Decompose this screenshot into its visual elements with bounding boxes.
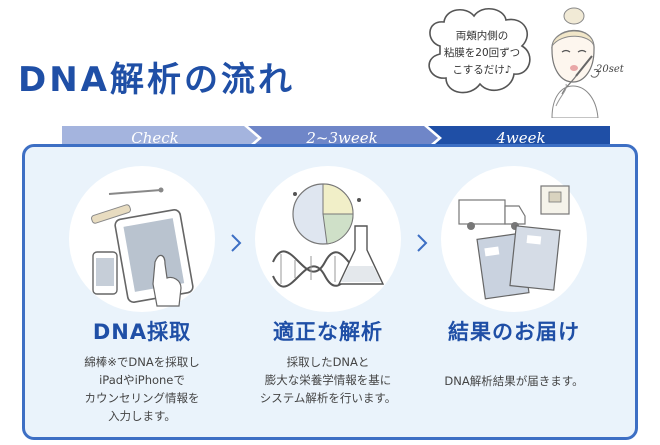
step-1-title: DNA採取 [92,320,192,344]
bubble-line: 粘膜を20回ずつ [443,47,521,59]
bubble-line: 両頬内側の [455,30,509,42]
page-title: DNA解析の流れ [18,60,295,100]
step-3-title: 結果のお届け [448,320,580,344]
step-2-illustration [255,166,401,312]
step-2-title: 適正な解析 [273,320,383,344]
description-line: カウンセリング情報を [84,391,200,405]
step-3-description: DNA解析結果が届きます。 [424,372,604,390]
dna-analysis-icon [272,183,385,288]
description-line: 入力します。 [108,409,176,423]
ribbon-label-2-3week: 2~3week [306,129,378,147]
description-line: 膨大な栄養学情報を基に [264,373,392,387]
chevron-right-icon [229,233,243,253]
ribbon-label-check: Check [131,129,179,147]
step-1-description: 綿棒※でDNAを採取し iPadやiPhoneで カウンセリング情報を 入力しま… [52,353,232,425]
bubble-text: 両頬内側の 粘膜を20回ずつ こするだけ♪ [436,28,528,79]
delivery-report-icon [458,185,570,300]
ribbon-label-4week: 4week [496,129,546,147]
bubble-line: こするだけ♪ [452,64,512,76]
chevron-right-icon [415,233,429,253]
girl-swab-illustration [551,7,600,118]
description-line: システム解析を行います。 [259,391,397,405]
step-3-illustration [441,166,587,312]
description-line: 採取したDNAと [286,355,370,369]
description-line: iPadやiPhoneで [99,373,185,387]
description-line: DNA解析結果が届きます。 [444,374,584,388]
step-1-illustration [69,166,215,312]
swab-count-label: 20set [596,64,624,75]
tablet-phone-icon [91,187,194,307]
step-2-description: 採取したDNAと 膨大な栄養学情報を基に システム解析を行います。 [238,353,418,407]
speech-cloud [428,8,531,94]
description-line: 綿棒※でDNAを採取し [84,355,200,369]
